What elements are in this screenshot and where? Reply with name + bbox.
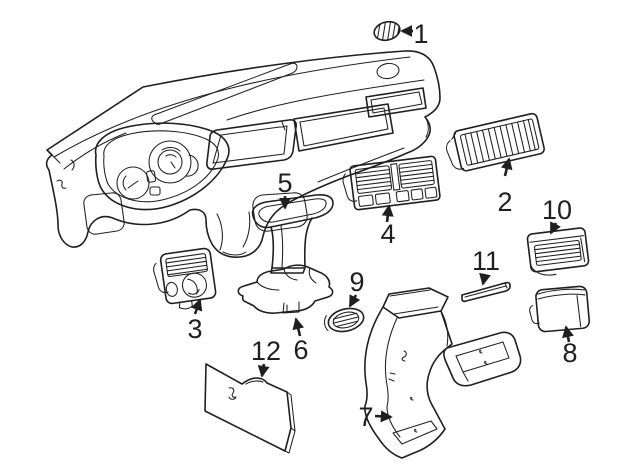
callout-5-label[interactable]: 5 (277, 168, 292, 198)
callout-3-label[interactable]: 3 (187, 314, 202, 344)
part-7-floor-duct-drawing (364, 287, 522, 459)
callout-12-label[interactable]: 12 (251, 336, 281, 366)
callout-10-arrow-icon (549, 221, 561, 235)
callout-1-label[interactable]: 1 (413, 19, 428, 49)
callout-7-arrow-icon (374, 410, 393, 423)
callout-9-arrow-icon (348, 294, 361, 308)
dashboard-illustration (45, 50, 441, 258)
part-6-center-duct-drawing (237, 264, 334, 314)
part-11-trim-strip-drawing (461, 281, 511, 303)
callout-7: 7 (358, 402, 393, 432)
part-2-side-vent-drawing (446, 112, 545, 172)
callout-12-arrow-icon (257, 363, 270, 378)
callout-10-label[interactable]: 10 (542, 195, 572, 225)
callout-4-label[interactable]: 4 (380, 219, 395, 249)
part-5-defroster-nozzle-drawing (251, 194, 334, 274)
part-8-rear-duct-box-drawing (529, 285, 591, 333)
callout-11-label[interactable]: 11 (472, 246, 500, 276)
callout-11: 11 (472, 246, 500, 286)
callout-2-arrow-icon (500, 157, 513, 177)
callout-6-arrow-icon (292, 317, 305, 337)
callout-7-label[interactable]: 7 (358, 402, 373, 432)
callout-8: 8 (562, 325, 578, 368)
callout-2-label[interactable]: 2 (497, 187, 512, 217)
callout-10: 10 (542, 195, 572, 235)
part-3-side-vent-dial-drawing (153, 247, 217, 310)
callout-9-label[interactable]: 9 (349, 267, 364, 297)
callout-6-label[interactable]: 6 (293, 335, 308, 365)
part-10-rear-vent-drawing (526, 227, 590, 276)
callout-1: 1 (400, 19, 429, 49)
callout-2: 2 (497, 157, 513, 217)
callout-3: 3 (187, 298, 203, 344)
callout-4: 4 (380, 204, 396, 249)
callout-5: 5 (277, 168, 293, 210)
callout-3-arrow-icon (190, 298, 203, 315)
callout-8-arrow-icon (562, 325, 574, 343)
part-12-insulator-panel-drawing (204, 363, 296, 454)
callout-6: 6 (292, 317, 309, 365)
callout-4-arrow-icon (381, 204, 394, 223)
callout-12: 12 (251, 336, 281, 378)
part-4-center-vent-drawing (342, 155, 441, 211)
part-9-oval-vent-drawing (323, 307, 365, 333)
callout-11-arrow-icon (479, 272, 491, 286)
part-1-defroster-grille-drawing (373, 20, 401, 42)
callout-9: 9 (348, 267, 365, 308)
callout-8-label[interactable]: 8 (562, 338, 577, 368)
